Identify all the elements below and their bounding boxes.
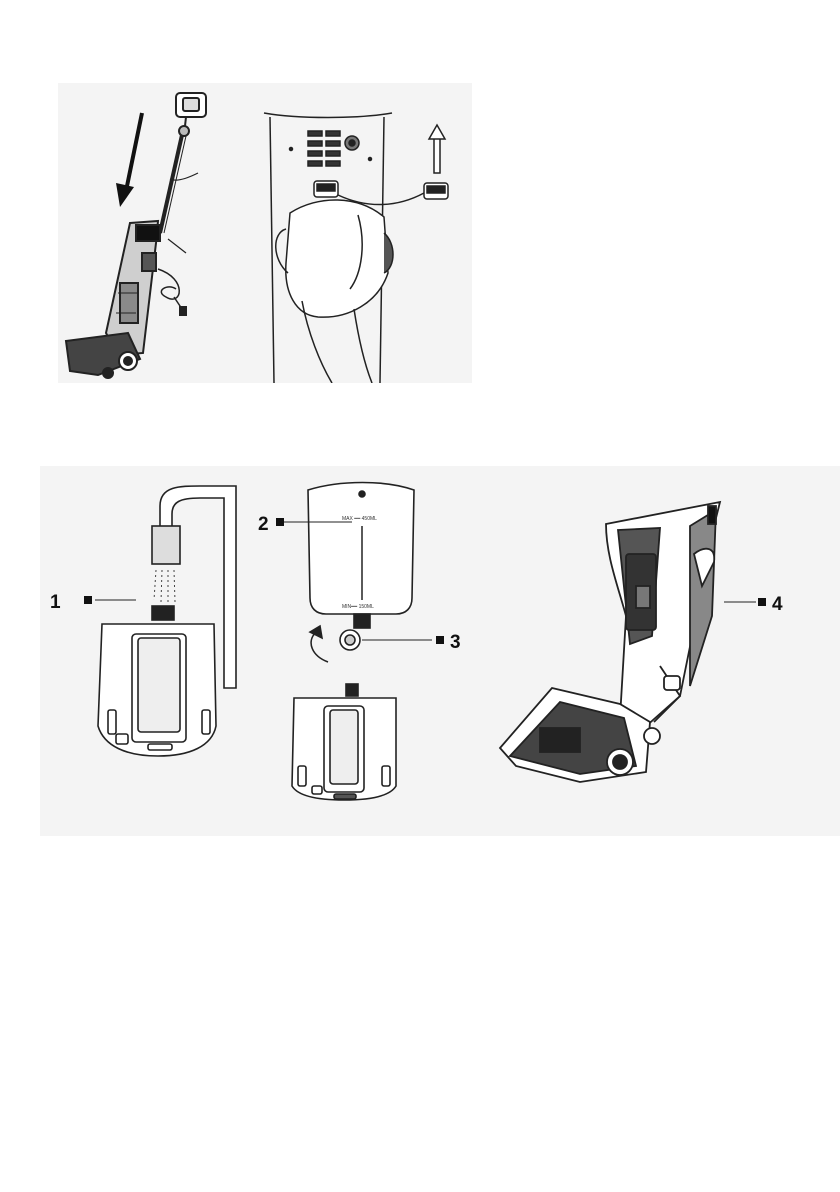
- callout-1-marker: [84, 596, 92, 604]
- down-arrow-icon: [116, 113, 142, 207]
- tank-filling-drawing: [95, 486, 236, 756]
- callout-2: 2: [258, 514, 284, 535]
- callout-2-label: 2: [258, 514, 269, 535]
- callout-4-label: 4: [772, 594, 783, 615]
- upright-vacuum-drawing: [500, 502, 756, 782]
- callout-2-marker: [276, 518, 284, 526]
- bottom-illustration-svg: 1 MAX ━━ 450ML MIN━━ 150ML 2: [40, 466, 840, 836]
- callout-4-marker: [758, 598, 766, 606]
- callout-3-marker: [436, 636, 444, 644]
- callout-3-label: 3: [450, 632, 461, 653]
- cap-tank-drawing: [292, 626, 432, 800]
- hand-panel-drawing: [264, 113, 448, 383]
- callout-4: 4: [758, 594, 783, 615]
- tank-min-text: MIN━━ 150ML: [342, 604, 374, 610]
- callout-3: 3: [436, 632, 461, 653]
- top-illustration: [58, 83, 472, 383]
- vent-grid: [308, 131, 340, 166]
- tank-max-text: MAX ━━ 450ML: [342, 516, 377, 522]
- bottom-illustration: 1 MAX ━━ 450ML MIN━━ 150ML 2: [40, 466, 840, 836]
- water-stream: [154, 570, 175, 604]
- vacuum-assembly-drawing: [160, 93, 206, 253]
- callout-1: 1: [50, 592, 92, 613]
- top-illustration-svg: [58, 83, 472, 383]
- vacuum-body-drawing: [66, 221, 186, 378]
- callout-1-label: 1: [50, 592, 61, 613]
